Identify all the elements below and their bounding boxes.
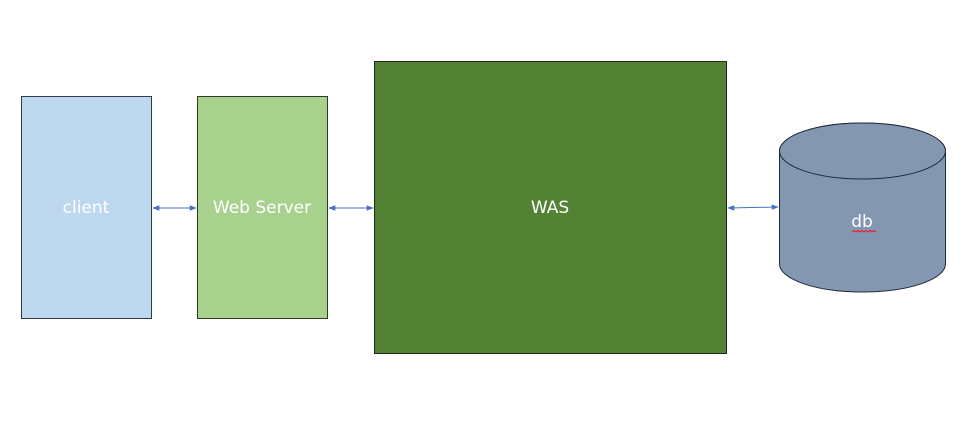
- db-label: db: [851, 212, 873, 232]
- db-cylinder-top: [779, 122, 946, 180]
- spellcheck-underline: [851, 229, 877, 233]
- web-server-box: [197, 96, 328, 319]
- was-box: [374, 61, 727, 354]
- client-label: client: [63, 198, 110, 218]
- web-server-label: Web Server: [213, 198, 311, 218]
- db-node: db: [779, 122, 946, 293]
- client-box: [21, 96, 152, 319]
- was-label: WAS: [531, 198, 569, 218]
- was-db-connector: [727, 204, 779, 211]
- web-server-node: Web Server: [197, 96, 328, 319]
- client-node: client: [21, 96, 152, 319]
- was-node: WAS: [374, 61, 727, 354]
